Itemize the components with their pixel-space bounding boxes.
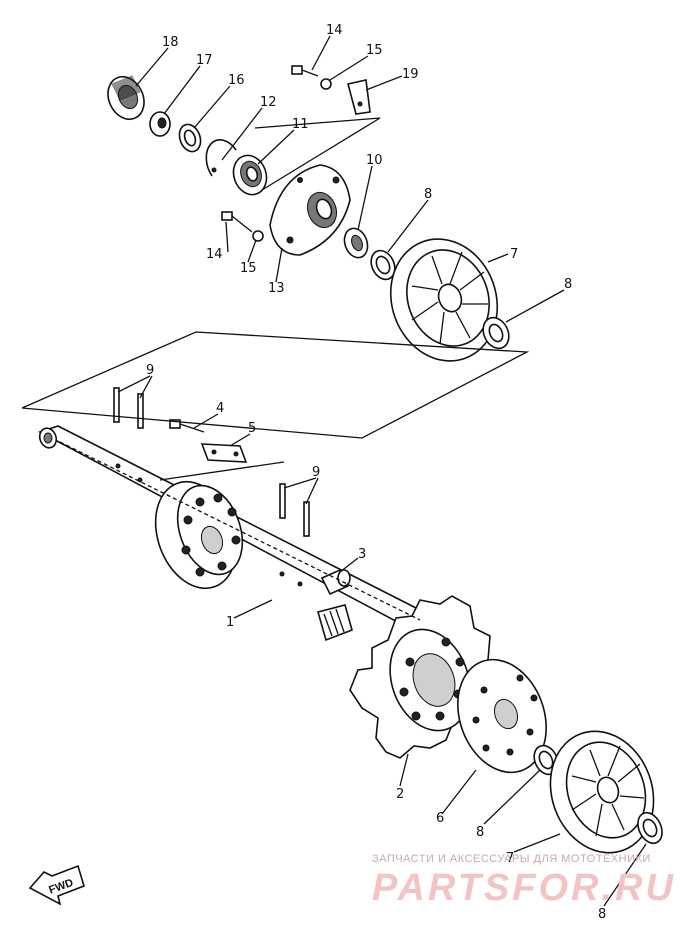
callout-15-upper: 15 <box>366 43 383 58</box>
callout-14-lower: 14 <box>206 247 223 262</box>
callout-12: 12 <box>260 95 277 110</box>
bearing-11 <box>232 154 268 196</box>
nut-17 <box>149 111 171 137</box>
bracket-19 <box>347 79 371 115</box>
spacer-collar-3 <box>320 568 351 596</box>
bolt-14-lower <box>221 211 253 233</box>
assembly-guide-lines <box>21 117 530 621</box>
watermark-tagline: ЗАПЧАСТИ И АКСЕССУАРЫ ДЛЯ МОТОТЕХНИКИ <box>372 853 651 865</box>
drive-sprocket-2 <box>349 595 491 759</box>
leader-lines <box>117 35 647 907</box>
callout-8-lower-left: 8 <box>476 825 484 840</box>
callout-7-upper: 7 <box>510 247 518 262</box>
hub-plate-6 <box>457 658 547 774</box>
callout-8-lower-right: 8 <box>598 907 606 922</box>
callout-15-lower: 15 <box>240 261 257 276</box>
callout-9-right: 9 <box>312 465 320 480</box>
callout-13: 13 <box>268 281 285 296</box>
callout-17: 17 <box>196 53 213 68</box>
lock-washer-15-lower <box>252 230 264 242</box>
callout-16: 16 <box>228 73 245 88</box>
circlip-12 <box>205 139 237 177</box>
bearing-housing-13 <box>269 164 351 256</box>
callout-14-upper: 14 <box>326 23 343 38</box>
washer-8-upper-left <box>370 249 396 281</box>
callout-3: 3 <box>358 547 366 562</box>
idler-wheel-7-lower <box>549 730 655 854</box>
washer-8-lower-right <box>637 811 663 845</box>
watermark: ЗАПЧАСТИ И АКСЕССУАРЫ ДЛЯ МОТОТЕХНИКИ PA… <box>372 853 676 909</box>
bolt-14-upper <box>291 65 319 77</box>
callout-numbers: 18 17 16 12 11 14 15 19 10 8 7 8 14 15 1… <box>146 23 606 922</box>
callout-10: 10 <box>366 153 383 168</box>
callout-8-upper-left: 8 <box>424 187 432 202</box>
callout-7-lower: 7 <box>506 851 514 866</box>
callout-18: 18 <box>162 35 179 50</box>
callout-5: 5 <box>248 421 256 436</box>
callout-11: 11 <box>292 117 309 132</box>
idler-wheel-7-upper <box>389 238 499 362</box>
callout-1: 1 <box>226 615 234 630</box>
callout-4: 4 <box>216 401 224 416</box>
callout-8-upper-right: 8 <box>564 277 572 292</box>
lock-washer-15-upper <box>320 78 332 90</box>
watermark-logo: PARTSFOR.RU <box>372 867 676 909</box>
callout-6: 6 <box>436 811 444 826</box>
axle-spline-section <box>317 604 353 642</box>
callout-19: 19 <box>402 67 419 82</box>
pins-9-left <box>113 387 144 483</box>
washer-8-upper-right <box>482 316 510 350</box>
callout-9-left: 9 <box>146 363 154 378</box>
washer-16 <box>178 123 202 153</box>
bracket-5 <box>200 443 248 463</box>
callout-2: 2 <box>396 787 404 802</box>
fwd-arrow: FWD <box>28 864 85 906</box>
bearing-cap-18 <box>107 75 145 120</box>
sprocket-hub-disc <box>154 480 244 590</box>
oil-seal-10 <box>343 227 369 259</box>
bolt-4 <box>169 419 205 433</box>
